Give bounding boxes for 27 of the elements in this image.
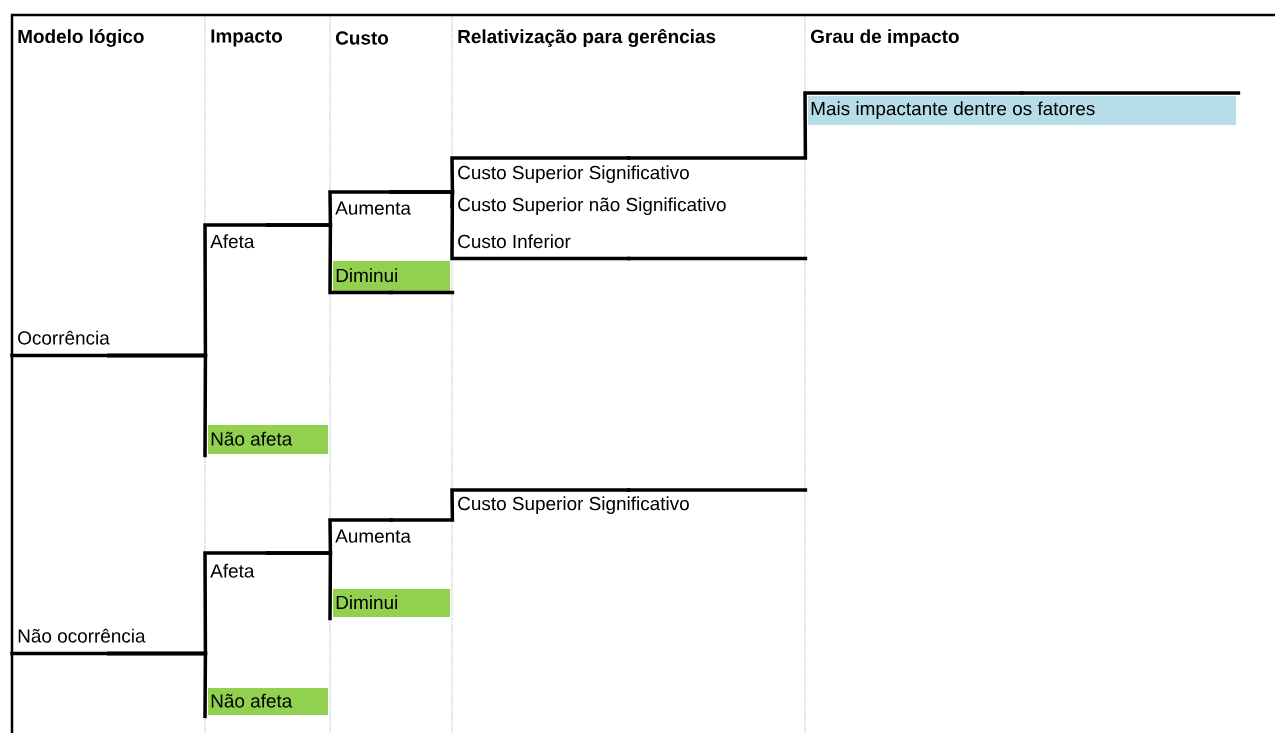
tree-connector [389,488,631,522]
option-label: Custo Superior Significativo [458,165,689,183]
highlighted-cell: Diminui [333,261,455,295]
tree-connector [265,223,393,295]
option-label: Custo Inferior [458,234,808,261]
option-label: Não ocorrência [10,628,208,656]
tree-connector [265,551,333,621]
highlighted-cell: Diminui [333,589,450,617]
column-header: Modelo lógico [18,29,144,47]
option-label: Afeta [210,563,255,578]
highlighted-cell: Não afeta [208,425,328,454]
option-label: Ocorrência [10,330,208,358]
tree-connector [106,651,208,719]
option-label: Afeta [210,234,255,249]
column-header: Impacto [211,29,283,47]
column-header: Grau de impacto [811,29,959,47]
option-label: Aumenta [335,529,411,543]
highlighted-cell: Não afeta [208,688,328,715]
option-label: Custo Superior não Significativo [458,197,726,215]
option-label: Aumenta [335,201,411,215]
tree-connector [626,91,1024,160]
option-label: Custo Superior Significativo [458,488,808,514]
tree-connector [106,353,208,458]
tree-connector [389,190,631,261]
highlighted-cell: Mais impactante dentre os fatores [808,91,1241,125]
column-header: Custo [336,31,389,45]
column-header: Relativização para gerências [458,28,716,48]
